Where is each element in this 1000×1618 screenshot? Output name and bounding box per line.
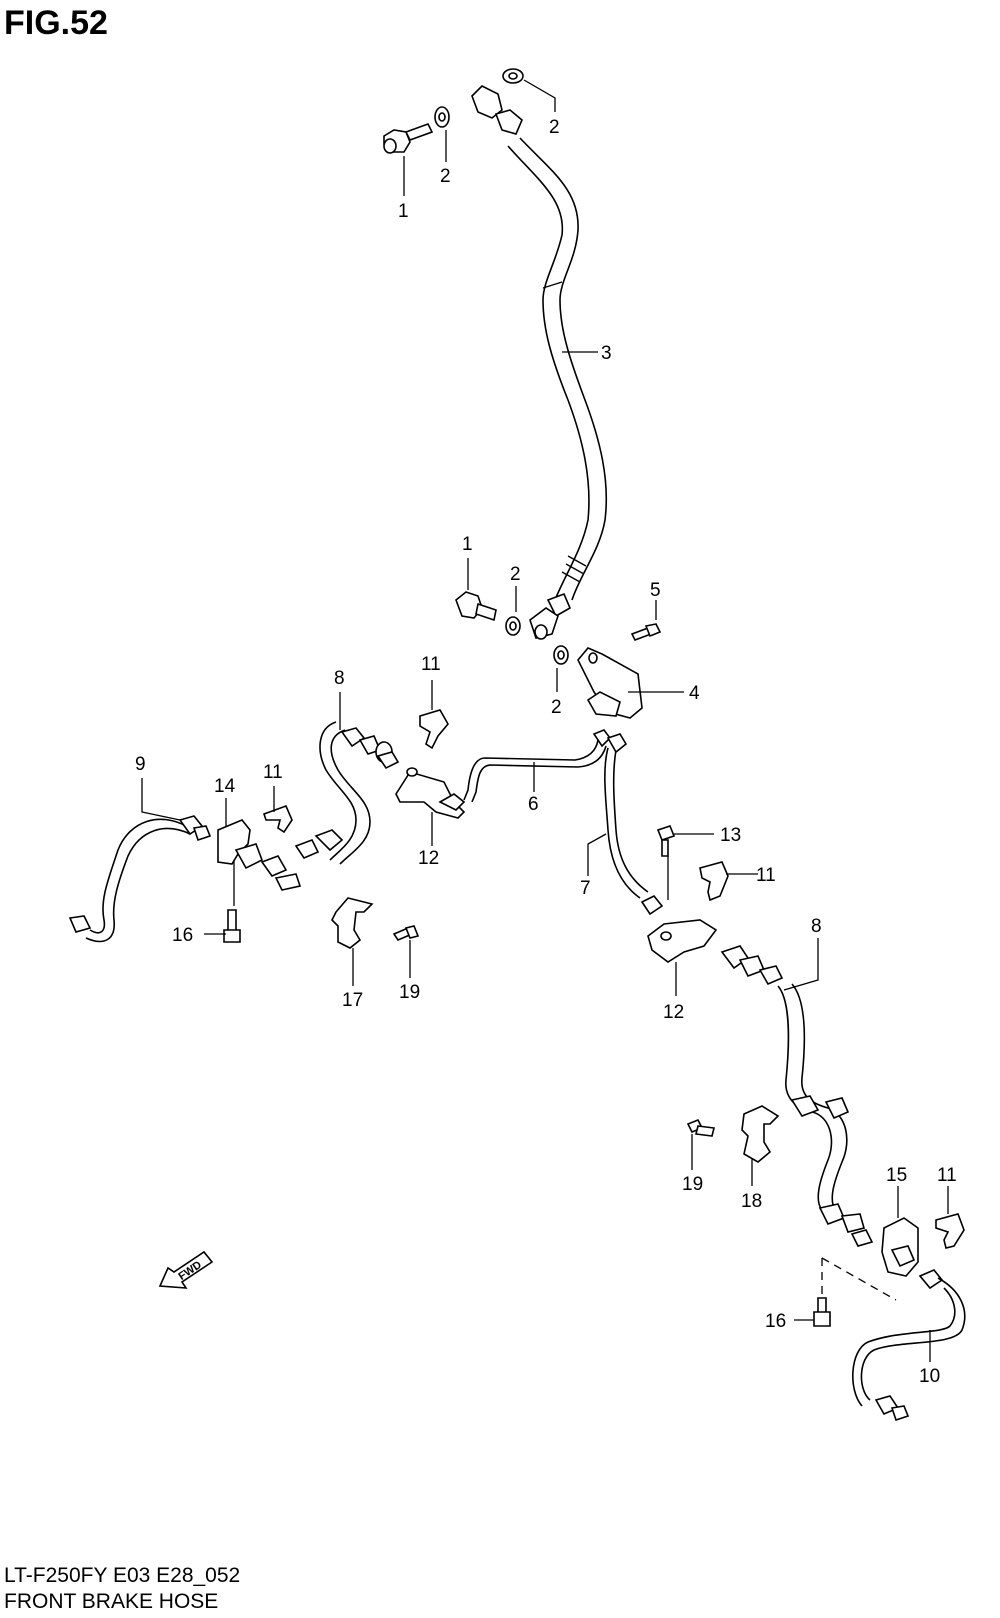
callout-11: 11 [421, 654, 441, 675]
callout-2: 2 [549, 117, 560, 138]
callout-3: 3 [601, 343, 612, 364]
callout-13: 13 [720, 825, 741, 846]
callout-16: 16 [172, 925, 193, 946]
washer-top-left [434, 106, 450, 128]
callout-11: 11 [263, 762, 283, 783]
callouts: 1 2 2 3 1 2 5 2 4 11 8 9 14 11 6 12 16 1… [135, 117, 957, 1387]
callout-2: 2 [440, 166, 451, 187]
washer-middle-2 [553, 645, 569, 665]
bracket-18 [741, 1105, 780, 1163]
bracket-12-right [647, 919, 718, 963]
bolt-16-left [223, 909, 241, 943]
callout-17: 17 [342, 990, 363, 1011]
union-bolt-middle [455, 591, 497, 622]
bracket-14 [217, 819, 264, 870]
bolt-5 [630, 623, 662, 642]
callout-6: 6 [528, 794, 539, 815]
callout-10: 10 [919, 1366, 940, 1387]
figure-title: FIG.52 [4, 4, 108, 42]
bolt-19-right [686, 1118, 715, 1137]
dashed-guide [821, 1257, 897, 1301]
bracket-12-left [395, 767, 466, 819]
callout-2: 2 [510, 564, 521, 585]
clip-11-upper [419, 709, 449, 750]
brake-hose-8-right [720, 945, 874, 1247]
pipe-6 [463, 729, 612, 803]
callout-7: 7 [580, 878, 591, 899]
callout-9: 9 [135, 754, 146, 775]
callout-8: 8 [811, 916, 822, 937]
callout-12: 12 [663, 1002, 684, 1023]
leader-lines [141, 79, 949, 1362]
callout-15: 15 [886, 1165, 907, 1186]
callout-16: 16 [765, 1311, 786, 1332]
callout-12: 12 [418, 848, 439, 869]
bracket-15 [881, 1217, 919, 1277]
callout-8: 8 [334, 668, 345, 689]
callout-18: 18 [741, 1191, 762, 1212]
washer-middle-1 [505, 616, 521, 636]
figure-caption: FRONT BRAKE HOSE [4, 1590, 219, 1613]
callout-11: 11 [937, 1165, 957, 1186]
three-way-joint [577, 647, 643, 719]
callout-19: 19 [682, 1174, 703, 1195]
clip-11-left [262, 804, 293, 834]
fwd-arrow-icon: FWD [158, 1250, 214, 1289]
callout-2: 2 [551, 697, 562, 718]
brake-hose-upper [471, 85, 608, 640]
clip-11-far-right [935, 1213, 965, 1249]
bolt-16-right [813, 1297, 831, 1327]
callout-1: 1 [398, 201, 409, 222]
bracket-17 [331, 897, 374, 949]
pipe-7 [604, 733, 664, 916]
clip-11-right [699, 861, 729, 902]
bolt-13 [656, 825, 676, 857]
union-bolt-top [383, 123, 434, 154]
washer-top-right [502, 68, 524, 84]
model-code: LT-F250FY E03 E28_052 [4, 1564, 241, 1587]
callout-1: 1 [462, 534, 473, 555]
brake-hose-8-left [260, 721, 400, 891]
bolt-19-left [392, 925, 420, 941]
callout-14: 14 [214, 776, 236, 797]
callout-11: 11 [756, 865, 776, 886]
callout-19: 19 [399, 982, 420, 1003]
brake-hose-10 [852, 1269, 966, 1422]
brake-hose-9 [68, 815, 212, 943]
callout-4: 4 [689, 683, 700, 704]
callout-5: 5 [650, 580, 661, 601]
